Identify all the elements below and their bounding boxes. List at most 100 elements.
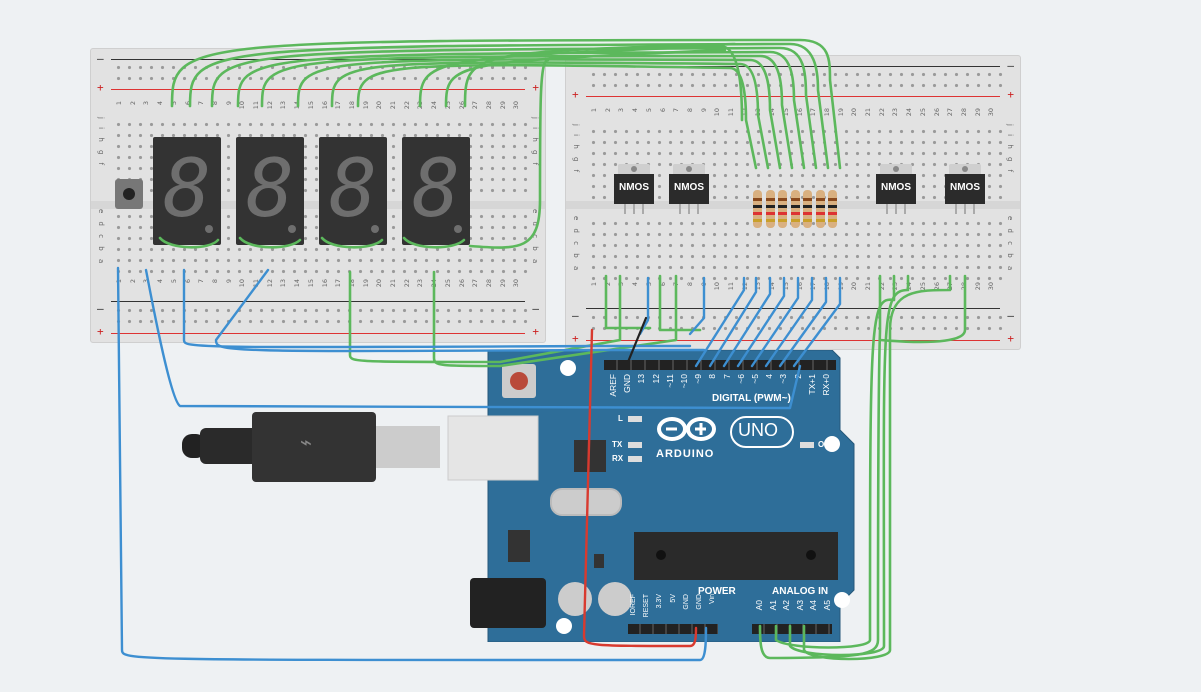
small-chip	[594, 554, 604, 568]
resistor-band	[828, 198, 837, 201]
rail-line-top-positive	[111, 89, 525, 90]
column-number: 5	[644, 108, 653, 113]
column-number: 25	[918, 108, 927, 117]
chip-notch	[656, 550, 666, 560]
column-number: 6	[658, 282, 667, 287]
resistor-band	[803, 198, 812, 201]
column-number: 8	[685, 282, 694, 287]
resistor	[802, 186, 813, 232]
resistor	[815, 186, 826, 232]
rail-symbol-minus: –	[572, 59, 579, 72]
rail-holes-top	[113, 62, 531, 84]
column-number: 10	[713, 108, 722, 117]
column-number: 21	[864, 282, 872, 291]
arduino-brand: ARDUINO	[656, 448, 715, 460]
resistor-band	[753, 198, 762, 201]
column-number: 27	[471, 101, 480, 110]
rail-symbol-minus: –	[1007, 309, 1014, 322]
column-number: 18	[347, 279, 356, 288]
column-number: 26	[457, 279, 466, 288]
column-number: 27	[471, 279, 480, 288]
column-number: 8	[210, 279, 219, 284]
resistor-band	[803, 212, 812, 215]
column-number: 7	[197, 279, 206, 284]
segment-digit: 8	[246, 142, 295, 235]
column-number: 7	[672, 282, 681, 287]
led-tx	[628, 442, 642, 448]
nmos-legs	[679, 204, 701, 214]
rail-line-top-positive	[586, 96, 1000, 97]
column-number: 22	[402, 279, 411, 288]
column-number: 26	[932, 108, 941, 117]
column-number: 24	[905, 282, 914, 291]
pin-label: A5	[822, 600, 832, 611]
resistor-band	[753, 205, 762, 208]
column-number: 20	[850, 282, 859, 291]
column-number: 11	[727, 282, 735, 291]
pin-label: GND	[622, 374, 633, 393]
pushbutton[interactable]	[115, 179, 143, 209]
pin-label: 12	[650, 374, 661, 384]
breadboard-center-gap	[91, 201, 545, 209]
column-number: 6	[183, 279, 192, 284]
pin-label: 5V	[669, 594, 677, 603]
column-number: 28	[959, 282, 968, 291]
resistor-band	[803, 205, 812, 208]
column-number: 17	[334, 279, 343, 288]
pin-label: TX+1	[806, 374, 817, 395]
column-number: 28	[484, 279, 493, 288]
resistor-body	[815, 190, 825, 228]
column-number: 3	[617, 108, 626, 113]
pin-label: Vin	[709, 594, 717, 604]
column-number: 18	[347, 101, 356, 110]
rail-symbol-minus: –	[97, 52, 104, 65]
rail-symbol-plus: +	[532, 325, 539, 338]
rail-symbol-plus: +	[1007, 88, 1014, 101]
pin-label: ~3	[778, 374, 789, 384]
column-number: 12	[265, 101, 274, 110]
resistor-band	[790, 219, 800, 222]
pin-label: A1	[767, 600, 778, 611]
resistor-body	[803, 190, 812, 228]
row-letters-bottom: e d c b a	[97, 209, 105, 267]
nmos-transistor-2: NMOS	[669, 164, 709, 214]
column-number: 29	[973, 108, 982, 117]
usb-cable	[182, 410, 542, 485]
column-number: 19	[836, 108, 845, 117]
resistor	[790, 186, 801, 232]
on-led	[800, 442, 814, 448]
resistor-band	[765, 205, 775, 208]
nmos-transistor-1: NMOS	[614, 164, 654, 214]
rail-holes-bottom	[113, 305, 531, 327]
usb-symbol-icon: ⌁	[300, 430, 313, 454]
column-number: 1	[590, 282, 598, 287]
column-number: 28	[959, 108, 968, 117]
column-number: 14	[293, 101, 302, 110]
resistor-band	[753, 219, 762, 222]
resistor-band	[815, 212, 825, 215]
column-number: 25	[918, 282, 927, 291]
resistor-band	[778, 205, 787, 208]
rail-symbol-minus: –	[97, 302, 104, 315]
resistor-band	[765, 198, 775, 201]
column-number: 18	[822, 108, 831, 117]
decimal-point	[288, 225, 296, 233]
column-number: 20	[375, 101, 384, 110]
column-number: 11	[252, 279, 260, 288]
arduino-infinity-logo	[656, 416, 718, 442]
breadboard-right: – – + + – – + + j i h g f e d c b a j i …	[565, 55, 1021, 350]
rail-line-bottom-positive	[586, 340, 1000, 341]
nmos-label: NMOS	[669, 174, 709, 204]
column-number: 8	[685, 108, 694, 113]
nmos-legs	[624, 204, 646, 214]
power-header	[628, 624, 718, 634]
breadboard-left: – – + + – – + + j i h g f e d c b a j i …	[90, 48, 546, 343]
pin-label: A2	[781, 600, 792, 611]
pin-label: GND	[696, 594, 703, 610]
column-number: 24	[430, 279, 439, 288]
column-number: 4	[631, 108, 640, 113]
seven-segment-display-4: 8	[402, 137, 470, 245]
reset-button[interactable]	[502, 364, 536, 398]
column-number: 23	[416, 101, 425, 110]
column-number: 8	[210, 101, 219, 106]
